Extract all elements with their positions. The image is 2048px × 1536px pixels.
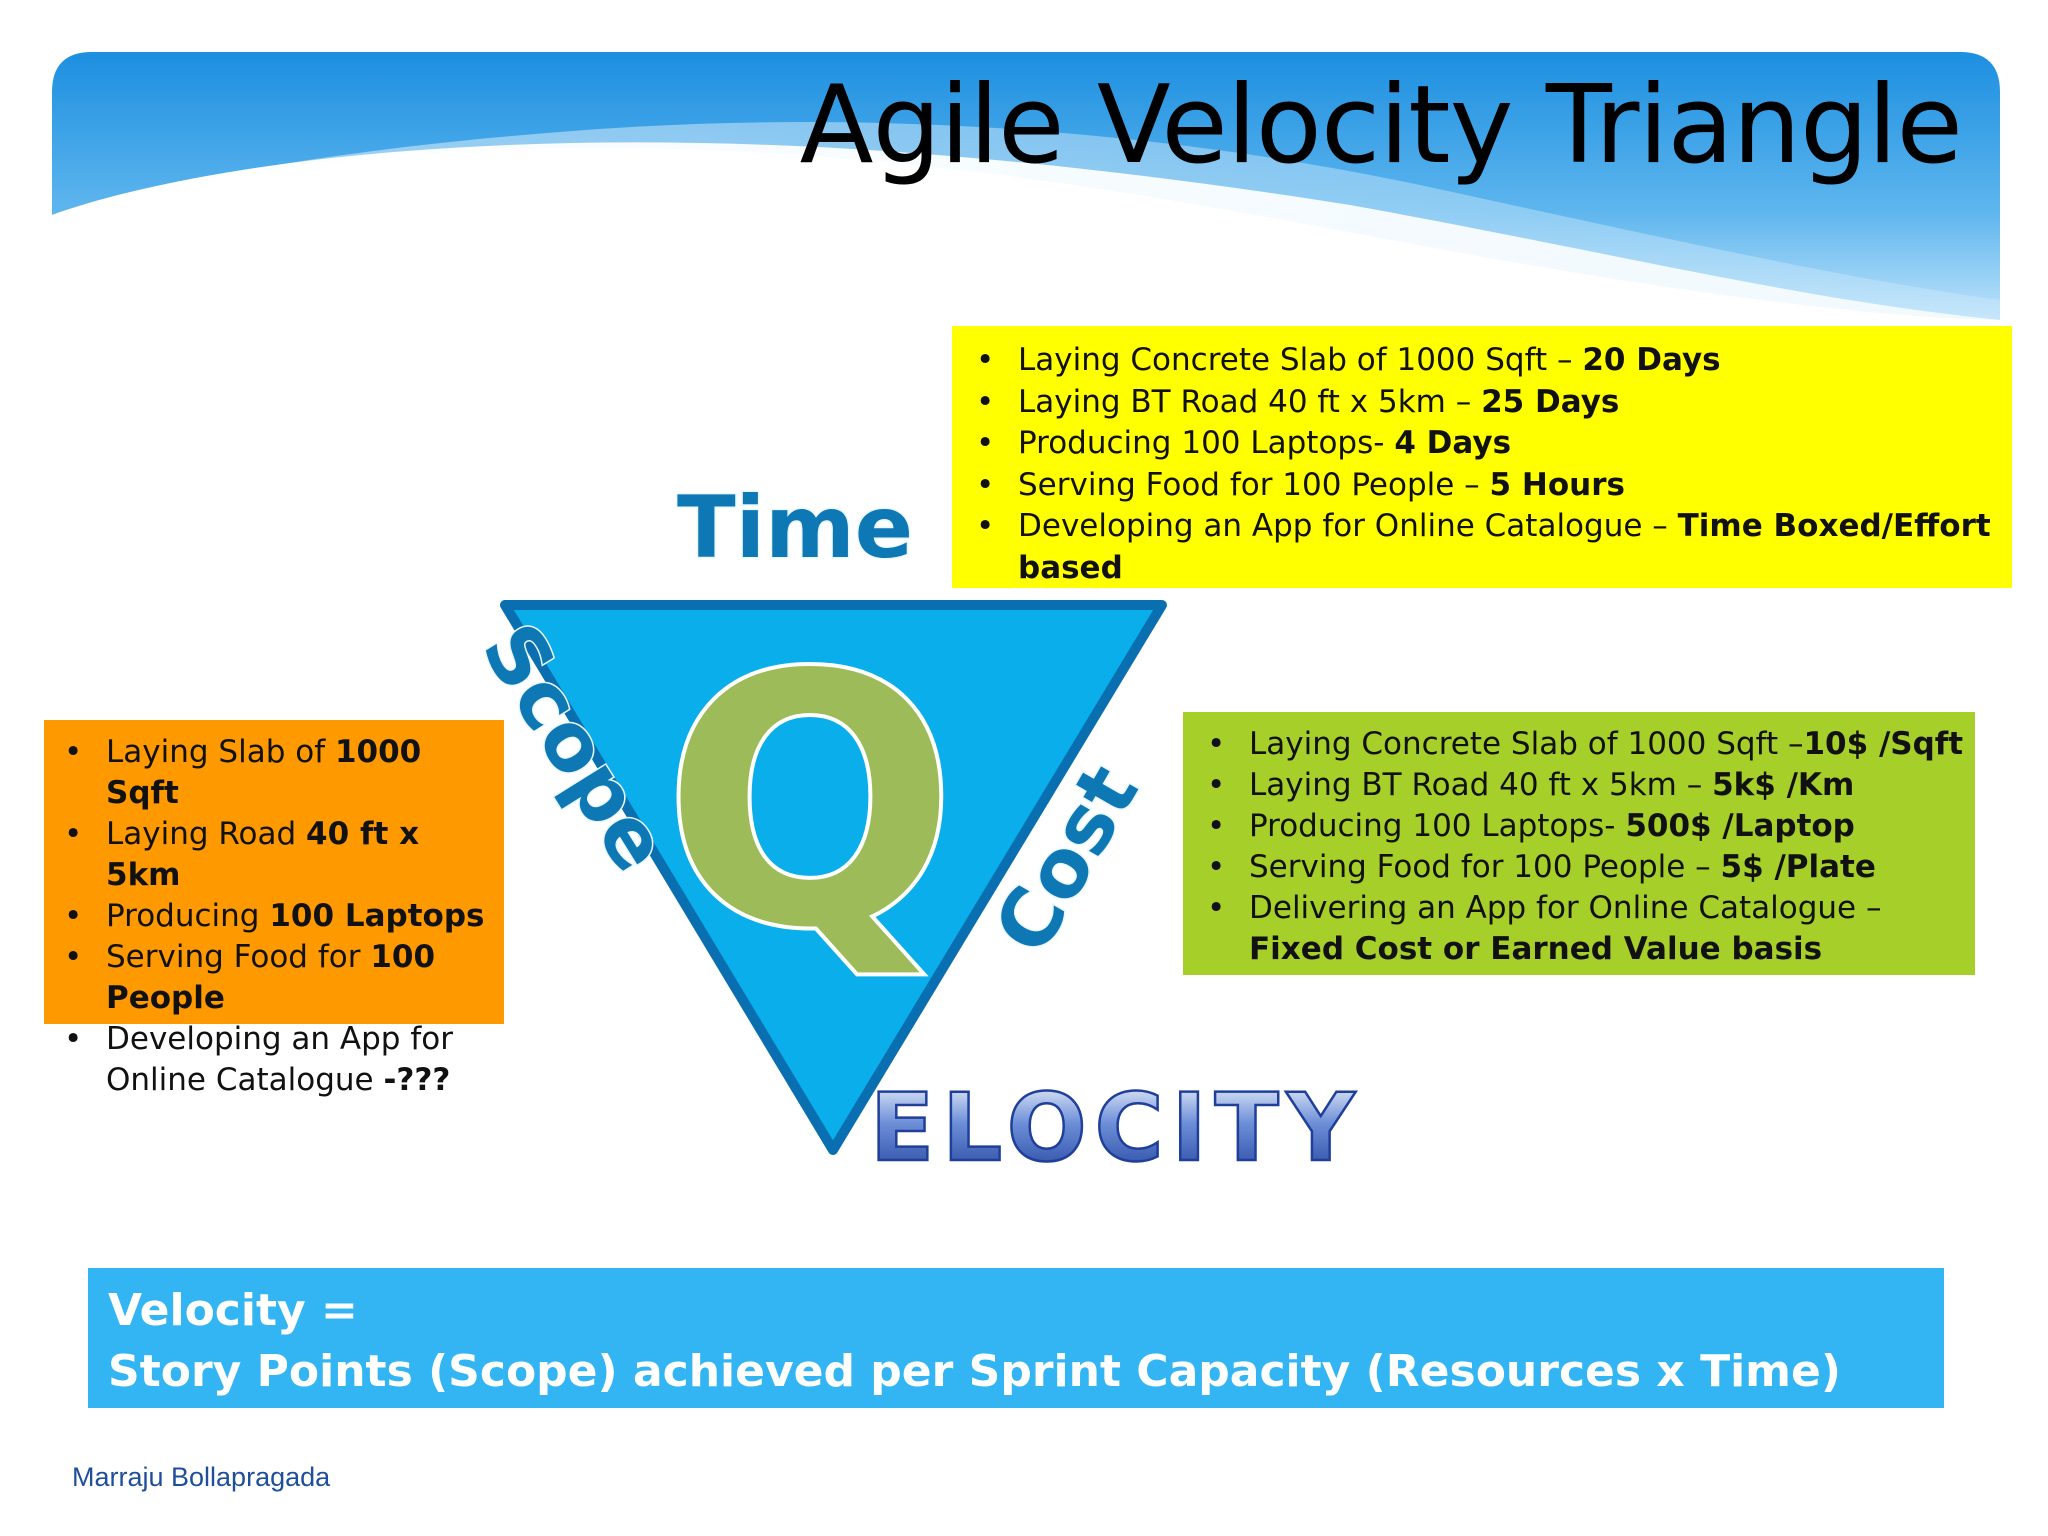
list-item: Developing an App for Online Catalogue -… (52, 1019, 498, 1101)
list-item: Laying BT Road 40 ft x 5km – 5k$ /Km (1195, 765, 1965, 806)
velocity-formula-line1: Velocity = (108, 1285, 358, 1336)
velocity-word: ELOCITY (870, 1074, 1363, 1183)
triangle-shape (500, 600, 1167, 1155)
page-title: Agile Velocity Triangle (799, 63, 1963, 188)
list-item: Laying Slab of 1000 Sqft (52, 732, 498, 814)
velocity-formula-line2: Story Points (Scope) achieved per Sprint… (108, 1346, 1841, 1397)
scope-examples-box: Laying Slab of 1000 Sqft Laying Road 40 … (44, 720, 504, 1098)
list-item: Producing 100 Laptops- 500$ /Laptop (1195, 806, 1965, 847)
time-label: Time (677, 478, 913, 578)
author-name: Marraju Bollapragada (72, 1462, 331, 1492)
list-item: Laying Concrete Slab of 1000 Sqft – 20 D… (964, 340, 2002, 382)
time-examples-box: Laying Concrete Slab of 1000 Sqft – 20 D… (952, 326, 2012, 588)
header-wave-banner (52, 52, 2000, 320)
list-item: Developing an App for Online Catalogue –… (964, 506, 2002, 589)
list-item: Serving Food for 100 People – 5$ /Plate (1195, 847, 1965, 888)
cost-examples-box: Laying Concrete Slab of 1000 Sqft –10$ /… (1183, 712, 1975, 975)
list-item: Delivering an App for Online Catalogue –… (1195, 888, 1965, 970)
quality-q-letter: Q (663, 603, 956, 1004)
velocity-formula-box: Velocity = Story Points (Scope) achieved… (88, 1268, 1944, 1408)
list-item: Laying Road 40 ft x 5km (52, 814, 498, 896)
list-item: Laying BT Road 40 ft x 5km – 25 Days (964, 382, 2002, 424)
list-item: Laying Concrete Slab of 1000 Sqft –10$ /… (1195, 724, 1965, 765)
list-item: Producing 100 Laptops- 4 Days (964, 423, 2002, 465)
list-item: Producing 100 Laptops (52, 896, 498, 937)
list-item: Serving Food for 100 People – 5 Hours (964, 465, 2002, 507)
list-item: Serving Food for 100 People (52, 937, 498, 1019)
cost-label: Cost (976, 750, 1156, 969)
